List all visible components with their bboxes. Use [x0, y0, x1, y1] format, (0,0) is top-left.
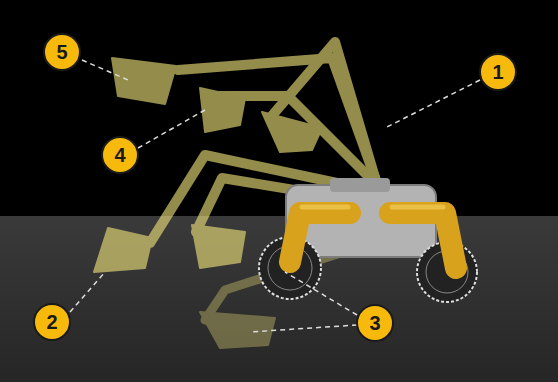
callout-number: 2: [33, 303, 71, 341]
leader-lines: [70, 60, 480, 332]
ground: [0, 216, 558, 382]
callout-number: 3: [356, 304, 394, 342]
callout-number: 1: [479, 53, 517, 91]
callout-number: 4: [101, 136, 139, 174]
rover: [259, 178, 477, 302]
callout-number: 5: [43, 33, 81, 71]
